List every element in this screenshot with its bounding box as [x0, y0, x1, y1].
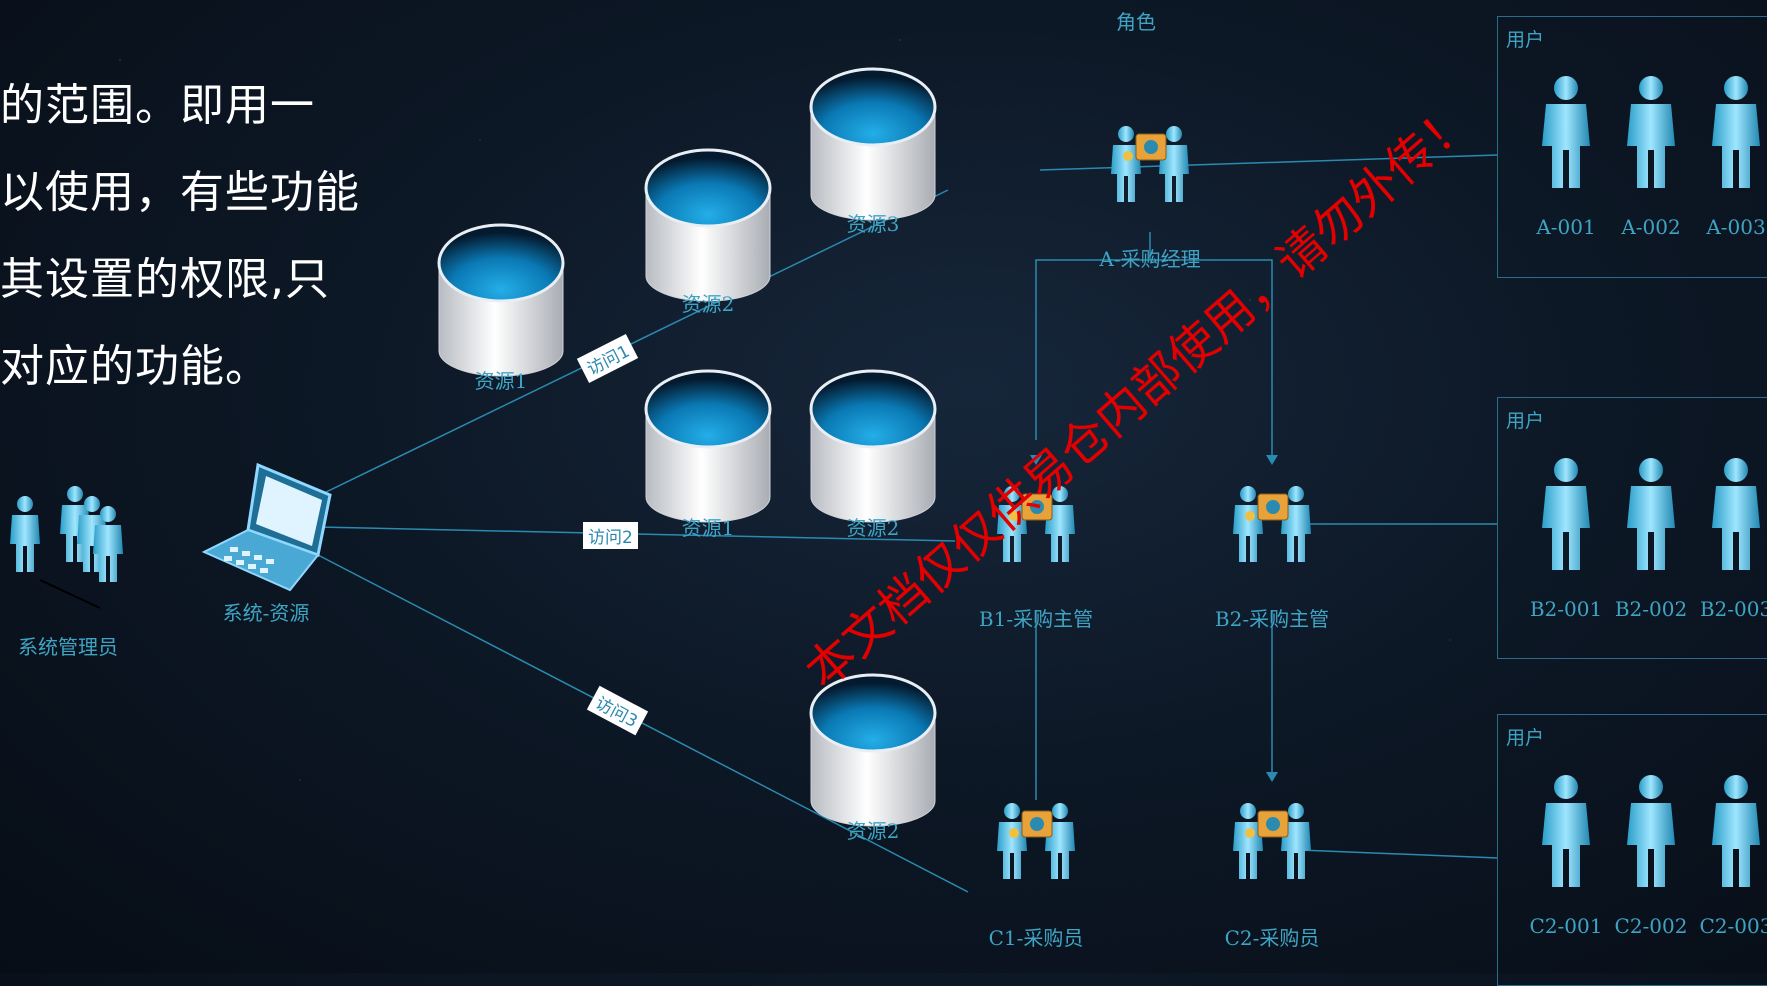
role-b2-icon — [1233, 486, 1311, 562]
user-label: A-002 — [1621, 215, 1681, 239]
line-a-to-b — [1035, 259, 1273, 458]
user-label: C2-003 — [1699, 914, 1767, 938]
line-c2-users — [1299, 849, 1499, 859]
user-label: B2-003 — [1699, 597, 1767, 621]
admin-people-icon — [10, 486, 123, 609]
user-group-c2: 用户 — [1497, 714, 1767, 986]
resource-label: 资源1 — [474, 369, 528, 393]
user-group-title: 用户 — [1506, 410, 1545, 432]
intro-line: 其设置的权限,只 — [0, 254, 330, 305]
database-icon — [809, 67, 937, 222]
intro-text: 的范围。即用一 以使用，有些功能 其设置的权限,只 对应的功能。 — [0, 62, 360, 410]
role-c1-icon — [997, 803, 1075, 879]
role-b1-label: B1-采购主管 — [978, 607, 1094, 631]
role-b2-label: B2-采购主管 — [1214, 607, 1330, 631]
database-icon — [437, 223, 565, 378]
resource-label: 资源2 — [846, 516, 900, 540]
laptop-icon — [201, 462, 332, 592]
database-icon — [644, 148, 772, 303]
access-line-1 — [319, 189, 949, 496]
user-group-title: 用户 — [1506, 29, 1545, 51]
user-label: B2-002 — [1614, 597, 1688, 621]
user-group-a: 用户 — [1497, 16, 1767, 278]
role-a-label: A-采购经理 — [1099, 247, 1201, 271]
role-heading: 角色 — [1116, 10, 1156, 34]
laptop-label: 系统-资源 — [222, 601, 310, 625]
intro-line: 对应的功能。 — [0, 341, 270, 392]
admin-label: 系统管理员 — [18, 635, 118, 659]
user-label: A-001 — [1536, 215, 1596, 239]
database-icon — [809, 369, 937, 524]
user-label: C2-001 — [1529, 914, 1603, 938]
role-c2-icon — [1233, 803, 1311, 879]
user-group-title: 用户 — [1506, 727, 1545, 749]
intro-line: 的范围。即用一 — [0, 80, 315, 131]
resource-label: 资源3 — [846, 212, 900, 236]
user-group-b2: 用户 — [1497, 397, 1767, 659]
resource-label: 资源2 — [846, 819, 900, 843]
database-icon — [644, 369, 772, 524]
role-c2-label: C2-采购员 — [1224, 926, 1320, 950]
user-label: C2-002 — [1614, 914, 1688, 938]
resource-label: 资源1 — [681, 516, 735, 540]
intro-line: 以使用，有些功能 — [0, 167, 360, 218]
resource-label: 资源2 — [681, 292, 735, 316]
role-a-icon — [1111, 126, 1189, 202]
role-c1-label: C1-采购员 — [988, 926, 1084, 950]
user-label: B2-001 — [1529, 597, 1603, 621]
access-line-3 — [317, 554, 969, 893]
user-label: A-003 — [1706, 215, 1766, 239]
arrowheads — [1030, 455, 1278, 782]
access-tag-2: 访问2 — [583, 522, 638, 549]
